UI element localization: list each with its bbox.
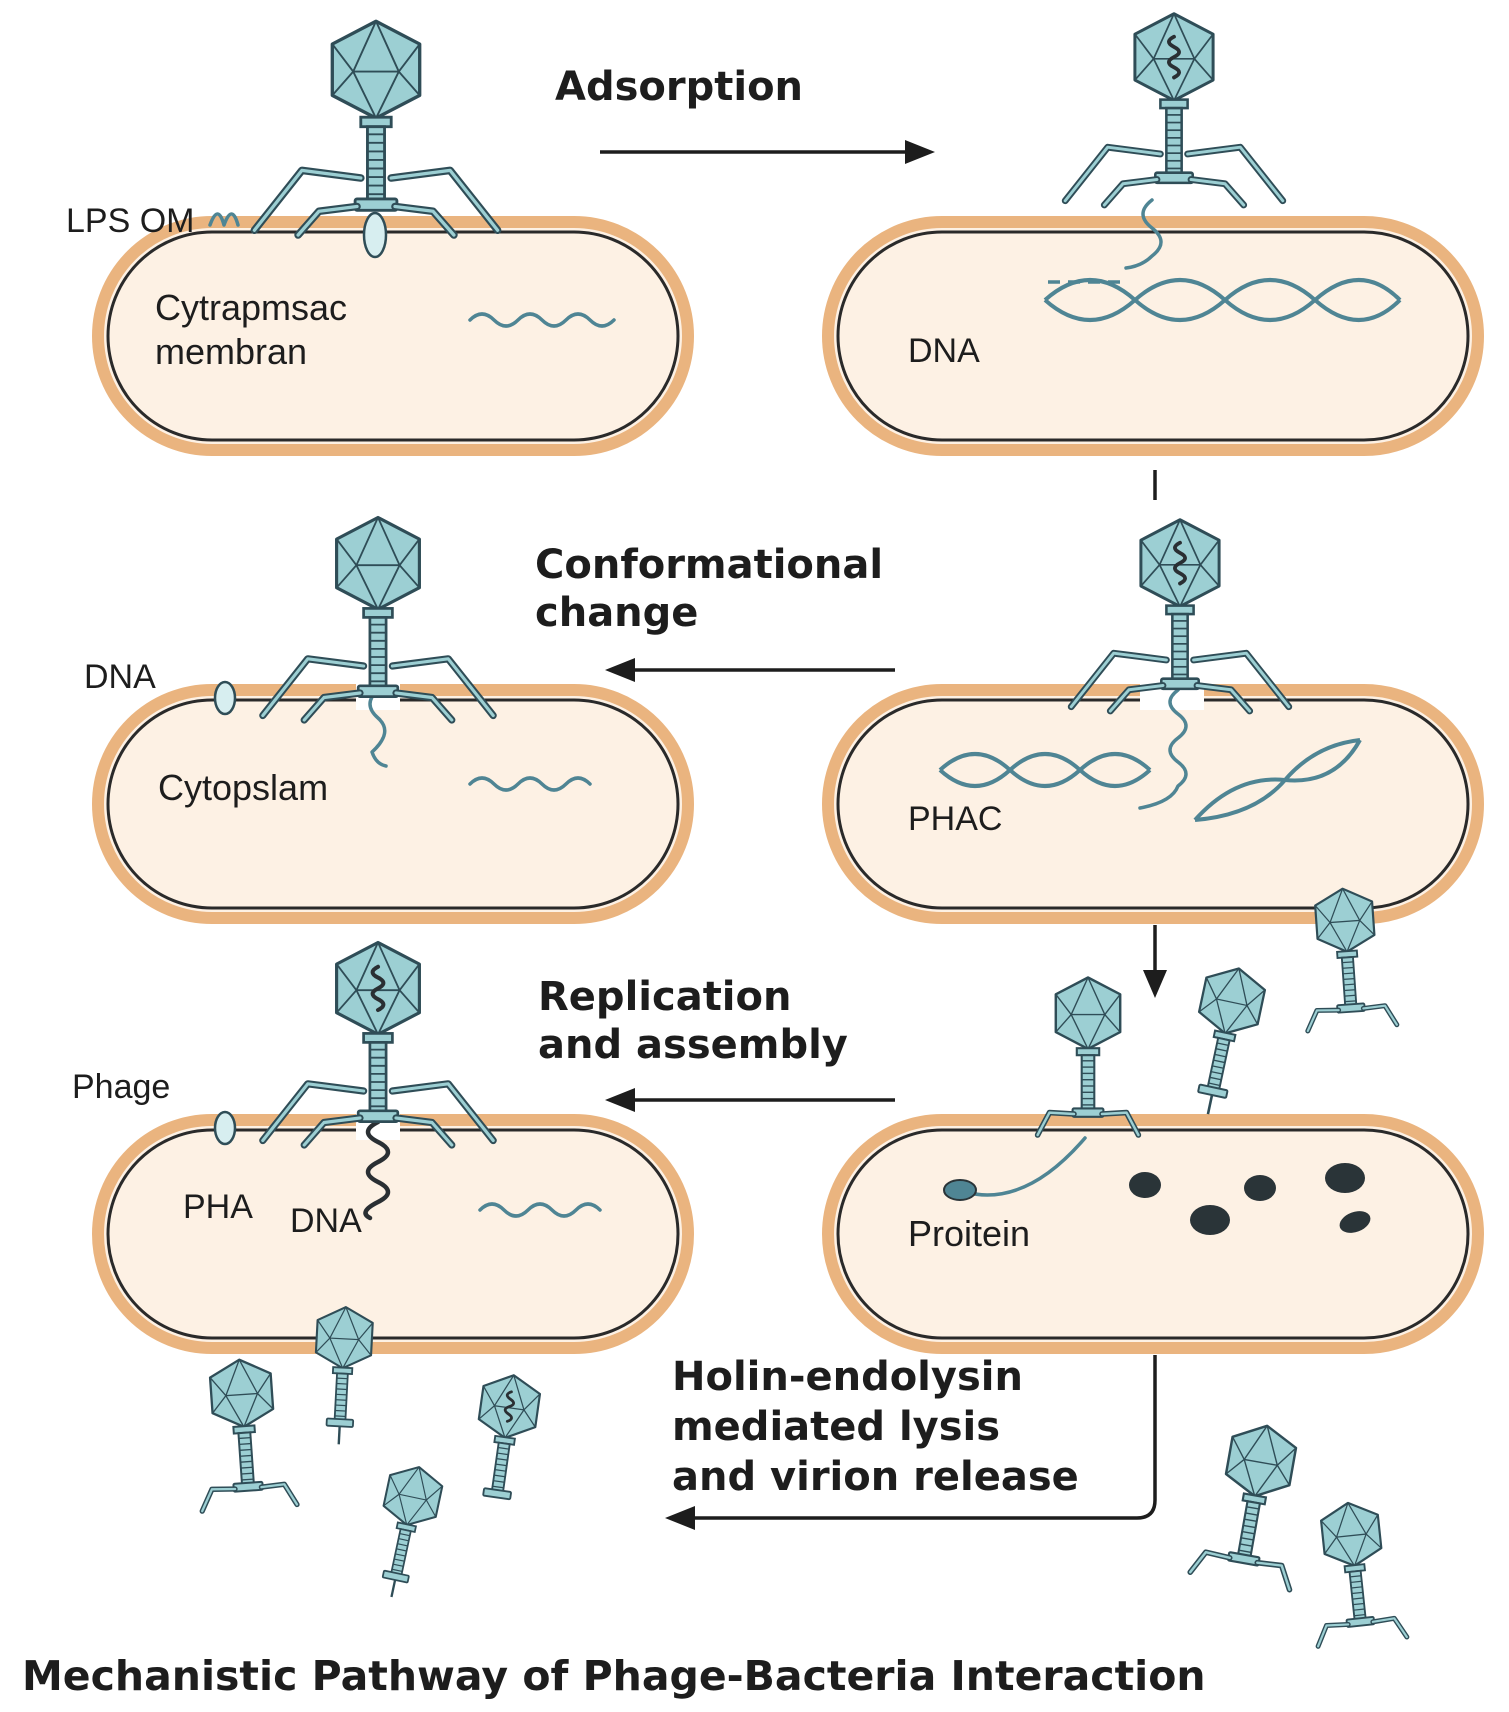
step-replication-label-2: and assembly <box>538 1022 848 1068</box>
coiled-dna <box>363 1119 391 1221</box>
phage-dna-helix <box>1193 738 1362 822</box>
injected-dna <box>1138 688 1188 810</box>
cell-replication <box>92 1110 694 1354</box>
dna-label-cell5: DNA <box>290 1202 362 1240</box>
injected-dna <box>368 688 388 768</box>
arrow-replication <box>605 1088 895 1112</box>
step-conformational-label-2: change <box>535 590 698 636</box>
virion-released-3 <box>381 1466 444 1598</box>
arrow-down-right <box>1143 925 1167 998</box>
cell-adsorption <box>92 211 694 456</box>
plasmid-dna <box>468 312 616 328</box>
phage-attached-cell5 <box>259 940 497 1149</box>
phage-injecting-cell3 <box>1067 518 1293 715</box>
arrow-conformational <box>605 658 895 682</box>
figure-title: Mechanistic Pathway of Phage-Bacteria In… <box>22 1652 1206 1700</box>
cytrapmsac-label: Cytrapmsac <box>155 287 347 328</box>
phage-progeny-1 <box>1034 976 1142 1138</box>
lps-om-label: LPS OM <box>66 202 194 240</box>
step-replication-label-1: Replication <box>538 974 791 1020</box>
arrow-adsorption <box>600 140 935 164</box>
injected-dna <box>963 1136 1087 1197</box>
membran-label: membran <box>155 331 307 372</box>
cytopslam-label: Cytopslam <box>158 767 328 808</box>
cell-injection <box>822 198 1484 456</box>
plasmid-dna <box>478 1202 602 1218</box>
lps-squiggle <box>208 212 240 227</box>
virion-released-5 <box>1187 1424 1298 1593</box>
virion-released-2 <box>314 1306 374 1445</box>
protein-blobs <box>1129 1163 1371 1235</box>
step-lysis-label-2: mediated lysis <box>672 1404 1000 1450</box>
cell-conformational <box>92 680 694 924</box>
plasmid-dna <box>468 776 592 792</box>
phage-label: Phage <box>72 1068 170 1106</box>
host-dna-helix <box>1043 278 1402 322</box>
phage-group <box>199 12 1410 1649</box>
pha-label: PHA <box>183 1188 253 1226</box>
virion-released-1 <box>199 1358 300 1514</box>
host-dna-helix <box>938 752 1152 788</box>
phage-attached-cell1 <box>250 19 502 239</box>
step-conformational-label-1: Conformational <box>535 542 883 588</box>
proitein-label: Proitein <box>908 1213 1030 1254</box>
injected-dna <box>1124 198 1163 270</box>
phage-injecting-cell2 <box>1061 12 1287 209</box>
arrow-lysis <box>665 1355 1157 1530</box>
receptor-porin <box>213 1110 237 1146</box>
receptor-porin <box>362 211 388 259</box>
receptor-porin <box>213 680 237 716</box>
virion-released-6 <box>1315 1501 1410 1649</box>
step-lysis-label-3: and virion release <box>672 1454 1079 1500</box>
phac-label: PHAC <box>908 800 1002 838</box>
dna-label-cell2: DNA <box>908 332 980 370</box>
step-adsorption-label: Adsorption <box>555 64 803 110</box>
phage-progeny-3 <box>1305 887 1400 1034</box>
phage-progeny-2 <box>1197 967 1267 1115</box>
cell-assembly <box>822 1114 1484 1354</box>
phage-attached-cell4 <box>259 515 497 724</box>
cell-host-dna <box>822 682 1484 924</box>
step-lysis-label-1: Holin-endolysin <box>672 1354 1023 1400</box>
dna-label-cell4: DNA <box>84 658 156 696</box>
virion-released-4 <box>477 1374 542 1501</box>
